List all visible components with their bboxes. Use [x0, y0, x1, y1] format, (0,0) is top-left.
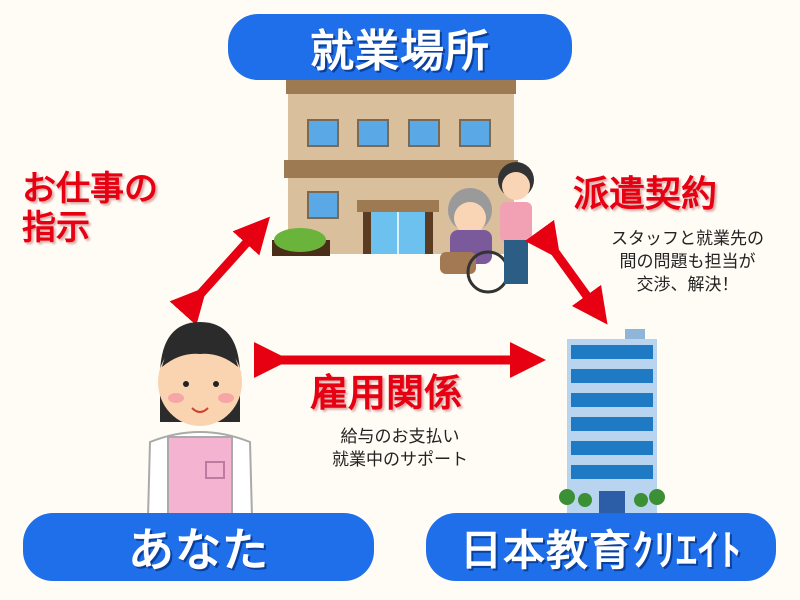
work-instruction-line1: お仕事の — [22, 169, 158, 209]
you-label: あなた — [23, 513, 374, 581]
workplace-label-text: 就業場所 — [310, 26, 490, 77]
employment-notes: 給与のお支払い 就業中のサポート — [300, 426, 500, 472]
work-instruction-line2: 指示 — [22, 208, 90, 249]
dispatch-contract-title: 派遣契約 — [573, 174, 718, 215]
office-building-icon — [559, 329, 665, 515]
employment-note-2: 就業中のサポート — [332, 449, 468, 470]
dispatch-note-2: 間の問題も担当が — [619, 251, 756, 272]
care-facility-building-icon — [272, 80, 534, 294]
arrow-instruction-icon — [169, 216, 271, 326]
workplace-label: 就業場所 — [228, 14, 572, 80]
work-instruction-label: お仕事の 指示 — [22, 169, 158, 249]
employment-title: 雇用関係 — [310, 371, 463, 415]
dispatch-note-3: 交渉、解決！ — [636, 274, 739, 295]
company-label-text: 日本教育ｸﾘｴｲﾄ — [459, 525, 742, 575]
company-label: 日本教育ｸﾘｴｲﾄ — [426, 513, 776, 581]
employment-note-1: 給与のお支払い — [340, 427, 460, 447]
arrow-dispatch-icon — [524, 219, 608, 325]
dispatch-note-1: スタッフと就業先の — [611, 229, 764, 249]
staff-woman-icon — [146, 322, 254, 517]
you-label-text: あなた — [128, 523, 269, 577]
dispatch-contract-notes: スタッフと就業先の 間の問題も担当が 交渉、解決！ — [585, 228, 790, 297]
